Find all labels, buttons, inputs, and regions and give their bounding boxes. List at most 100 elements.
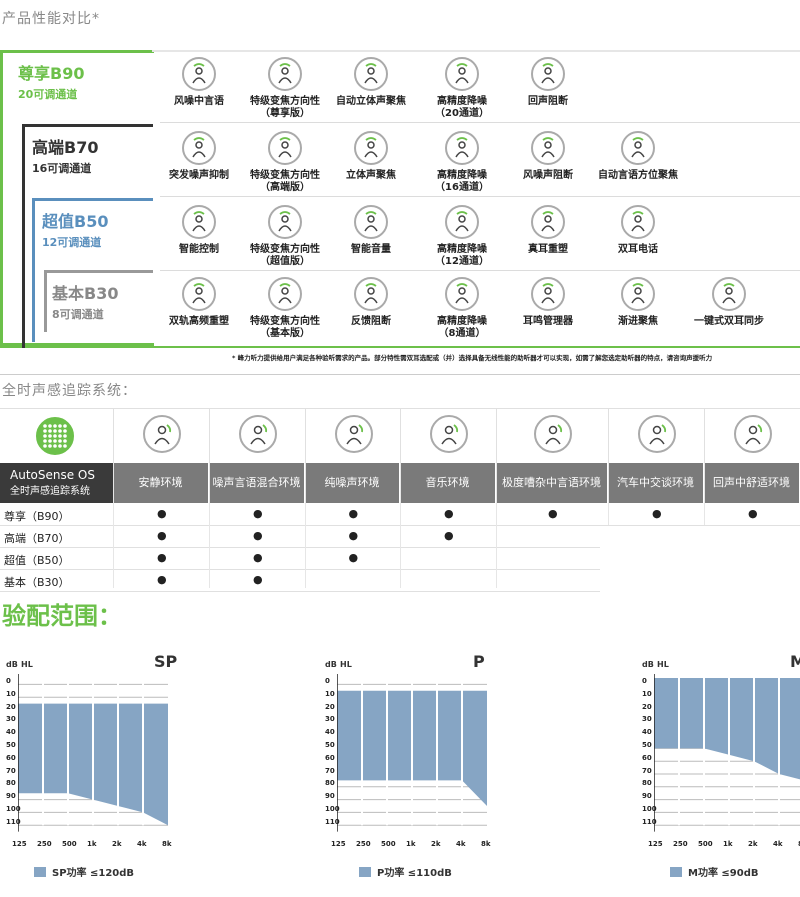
y-tick-label: 100 — [325, 805, 340, 813]
y-tick-label: 90 — [6, 792, 16, 801]
legend-label: SP功率 ≤120dB — [52, 868, 135, 879]
feature-item: 高精度降噪（12通道） — [417, 205, 507, 268]
zoom-directivity-icon — [268, 277, 302, 311]
duophone-icon — [621, 205, 655, 239]
audiogram-plot — [654, 674, 800, 832]
feature-item: 双轨高频重塑 — [154, 277, 244, 328]
feature-sublabel: （16通道） — [435, 182, 489, 193]
os-title: AutoSense OS — [10, 468, 95, 482]
x-tick-label: 2k — [748, 839, 758, 848]
axis-hl: HL — [657, 660, 669, 669]
y-tick-label: 30 — [642, 715, 652, 724]
y-tick-label: 90 — [325, 792, 335, 801]
environment-column — [305, 408, 400, 463]
feature-label: 高精度降噪 — [437, 316, 487, 327]
audiogram-legend: P功率 ≤110dB — [359, 864, 452, 879]
y-tick-label: 20 — [6, 702, 16, 711]
y-tick-label: 40 — [325, 728, 335, 737]
support-dot: ● — [157, 551, 167, 564]
frequency-comp-icon — [182, 277, 216, 311]
environment-column — [400, 408, 496, 463]
y-tick-label: 100 — [642, 805, 657, 813]
feature-label: 立体声聚焦 — [346, 170, 396, 181]
x-tick-label: 500 — [381, 839, 396, 848]
speech-in-loud-noise-icon — [534, 415, 572, 453]
feedback-block-icon — [354, 277, 388, 311]
x-tick-label: 250 — [37, 839, 52, 848]
feature-item: 回声阻断 — [503, 57, 593, 108]
feature-sublabel: （高端版） — [260, 182, 310, 193]
sound-relax-icon — [182, 131, 216, 165]
noise-block-icon — [445, 131, 479, 165]
feature-sublabel: （基本版） — [260, 328, 310, 339]
feature-label: 真耳重塑 — [528, 244, 568, 255]
audiogram-plot — [337, 674, 487, 832]
y-tick-label: 10 — [325, 689, 335, 698]
feature-label: 风噪中言语 — [174, 96, 224, 107]
tier-frame-b90 — [0, 50, 154, 346]
audiogram-legend: SP功率 ≤120dB — [34, 864, 134, 879]
environment-label: 安静环境 — [113, 463, 208, 503]
tier-name-b70: 高端B70 — [32, 138, 99, 157]
feature-label: 高精度降噪 — [437, 244, 487, 255]
autosense-row-name: 基本（B30） — [4, 576, 70, 589]
feature-label: 智能控制 — [179, 244, 219, 255]
y-tick-label: 70 — [6, 766, 16, 775]
legend-swatch — [670, 867, 682, 877]
feature-sublabel: （超值版） — [260, 256, 310, 267]
environment-label: 音乐环境 — [400, 463, 495, 503]
support-dot: ● — [348, 507, 359, 520]
footnote: * 峰力听力提供给用户满足各种验听需求的产品。部分特性需双耳选配或（并）选择具备… — [232, 354, 713, 362]
feature-item: 双耳电话 — [593, 205, 683, 256]
environment-column — [209, 408, 305, 463]
environment-label: 纯噪声环境 — [305, 463, 399, 503]
y-tick-label: 10 — [6, 689, 16, 698]
support-dot: ● — [253, 551, 263, 564]
autosense-grid-icon — [36, 417, 74, 455]
stereo-zoom-icon — [354, 57, 388, 91]
x-tick-label: 250 — [673, 839, 688, 848]
feature-item: 立体声聚焦 — [326, 131, 416, 182]
y-tick-label: 110 — [325, 817, 340, 826]
autosense-logo-cell — [0, 408, 113, 463]
axis-unit: dB — [6, 660, 18, 669]
support-dot: ● — [157, 507, 167, 520]
feature-label: 风噪声阻断 — [523, 170, 573, 181]
audiogram-title: M — [790, 652, 800, 671]
feature-item: 特级变焦方向性（基本版） — [240, 277, 330, 340]
zoom-directivity-icon — [268, 57, 302, 91]
section-title-fitting-range: 验配范围： — [2, 602, 122, 630]
support-dot: ● — [748, 507, 758, 520]
tier-channels-b70: 16可调通道 — [32, 162, 92, 175]
autosense-row — [0, 548, 600, 570]
y-tick-label: 60 — [325, 753, 335, 762]
feature-item: 智能音量 — [326, 205, 416, 256]
y-tick-label: 70 — [642, 766, 652, 775]
environment-label: 汽车中交谈环境 — [608, 463, 703, 503]
zoom-directivity-icon — [268, 131, 302, 165]
legend-swatch — [34, 867, 46, 877]
y-tick-label: 60 — [642, 753, 652, 762]
section-title-autosense: 全时声感追踪系统： — [2, 383, 137, 399]
axis-hl: HL — [21, 660, 33, 669]
feature-label: 特级变焦方向性 — [250, 170, 320, 181]
feature-item: 高精度降噪（16通道） — [417, 131, 507, 194]
feature-item: 反馈阻断 — [326, 277, 416, 328]
calm-situation-icon — [143, 415, 181, 453]
comfort-in-echo-icon — [734, 415, 772, 453]
support-dot: ● — [652, 507, 662, 520]
feature-label: 自动立体声聚焦 — [336, 96, 406, 107]
support-dot: ● — [348, 551, 359, 564]
y-tick-label: 50 — [642, 741, 652, 749]
x-tick-label: 1k — [723, 839, 733, 848]
x-tick-label: 8k — [798, 840, 800, 848]
tier-channels-b50: 12可调通道 — [42, 236, 102, 249]
support-dot: ● — [348, 529, 359, 542]
tier-frame-b70 — [22, 124, 153, 348]
feature-label: 双轨高频重塑 — [169, 316, 229, 327]
support-dot: ● — [253, 573, 263, 586]
y-tick-label: 90 — [642, 792, 652, 801]
fitting-range-area — [654, 678, 800, 780]
stereo-zoom-icon — [354, 131, 388, 165]
tier-name-b50: 超值B50 — [42, 212, 109, 231]
